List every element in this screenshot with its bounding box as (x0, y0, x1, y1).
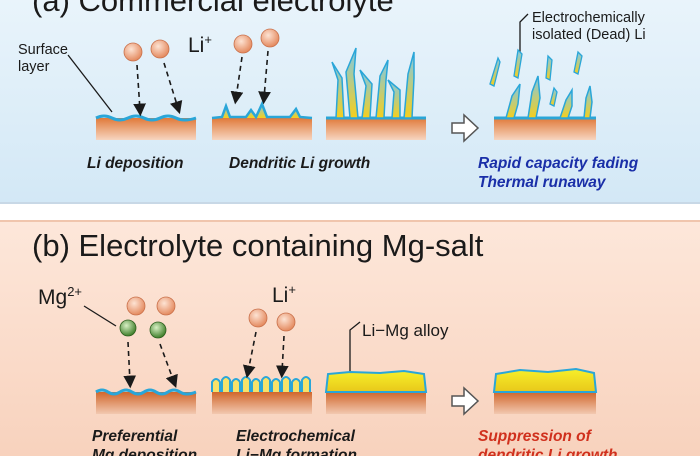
panel-a-heading: (a) Commercial electrolyte (32, 0, 394, 18)
step3-alloy-electrode (324, 369, 428, 414)
surface-label-line2: layer (18, 59, 50, 75)
li-ion-symbol-b: Li (272, 284, 289, 307)
li-ion-sphere (123, 42, 143, 62)
deposition-arrow (163, 62, 183, 115)
result-caption-a: Rapid capacity fading Thermal runaway (478, 154, 638, 192)
result-a-line1: Rapid capacity fading (478, 155, 639, 172)
step3-grown-dendrite-electrode (326, 47, 426, 140)
step2-early-dendrite-electrode (211, 100, 313, 140)
step1-b-line2: Mg deposition (92, 447, 198, 456)
step2-b-line1: Electrochemical (236, 428, 355, 445)
step2-li-mg-formation-electrode (211, 376, 312, 414)
step2-b-line2: Li−Mg formation (236, 447, 357, 456)
li-ion-charge-b: + (288, 282, 296, 297)
alloy-label-leader (349, 321, 361, 372)
dead-li-line2: isolated (Dead) Li (532, 27, 646, 43)
step1-mg-deposition-electrode (95, 388, 197, 414)
mg-ion-symbol: Mg (38, 286, 68, 309)
panel-a-commercial-electrolyte: (a) Commercial electrolyte (0, 0, 700, 204)
mg-ion-sphere (149, 321, 167, 339)
li-ion-sphere (260, 28, 280, 48)
deposition-arrow (133, 64, 146, 117)
li-ion-charge: + (204, 32, 212, 47)
alloy-label: Li−Mg alloy (362, 321, 449, 340)
dead-li-leader (519, 13, 529, 52)
li-ion-sphere (233, 34, 253, 54)
process-arrow (451, 113, 480, 143)
deposition-arrow (275, 335, 289, 379)
step4-suppressed-electrode (492, 367, 598, 414)
li-ion-sphere (126, 296, 146, 316)
result-caption-b: Suppression of dendritic Li growth (478, 427, 618, 456)
mg-ion-charge: 2+ (67, 284, 83, 299)
panel-b-heading: (b) Electrolyte containing Mg-salt (32, 228, 484, 263)
panel-b-mg-salt-electrolyte: (b) Electrolyte containing Mg-salt (0, 220, 700, 456)
surface-layer-label: Surface layer (18, 42, 68, 76)
deposition-arrow (123, 341, 137, 389)
surface-label-line1: Surface (18, 42, 68, 58)
deposition-arrow (242, 331, 257, 379)
panel-a-illustration (67, 13, 596, 143)
li-ion-sphere (156, 296, 176, 316)
deposition-arrow (230, 56, 244, 105)
result-a-line2: Thermal runaway (478, 174, 606, 191)
li-ion-sphere (276, 312, 296, 332)
panel-b-illustration (83, 296, 598, 416)
step2-caption: Dendritic Li growth (229, 155, 371, 172)
step1-b-line1: Preferential (92, 428, 178, 445)
deposition-arrow (159, 343, 178, 389)
mg-ion-sphere (119, 319, 137, 337)
step1-li-deposition-electrode (95, 114, 197, 140)
step2-caption-b: Electrochemical Li−Mg formation (236, 427, 357, 456)
li-ion-sphere (150, 39, 170, 59)
li-ion-sphere (248, 308, 268, 328)
step1-caption-b: Preferential Mg deposition (92, 427, 197, 456)
li-ion-symbol: Li (188, 34, 205, 57)
li-ion-label: Li+ (188, 32, 212, 58)
mg-ion-label: Mg2+ (38, 284, 82, 310)
li-ion-label-b: Li+ (272, 282, 296, 308)
step1-caption: Li deposition (87, 155, 184, 172)
dead-li-label: Electrochemically isolated (Dead) Li (532, 10, 646, 44)
surface-label-leader (67, 54, 113, 113)
result-b-line1: Suppression of (478, 428, 591, 445)
deposition-arrow (258, 50, 271, 105)
process-arrow (451, 386, 480, 416)
dead-li-line1: Electrochemically (532, 10, 645, 26)
result-b-line2: dendritic Li growth (478, 447, 618, 456)
mg-label-leader (83, 305, 117, 327)
step4-dead-li-electrode (489, 48, 596, 140)
